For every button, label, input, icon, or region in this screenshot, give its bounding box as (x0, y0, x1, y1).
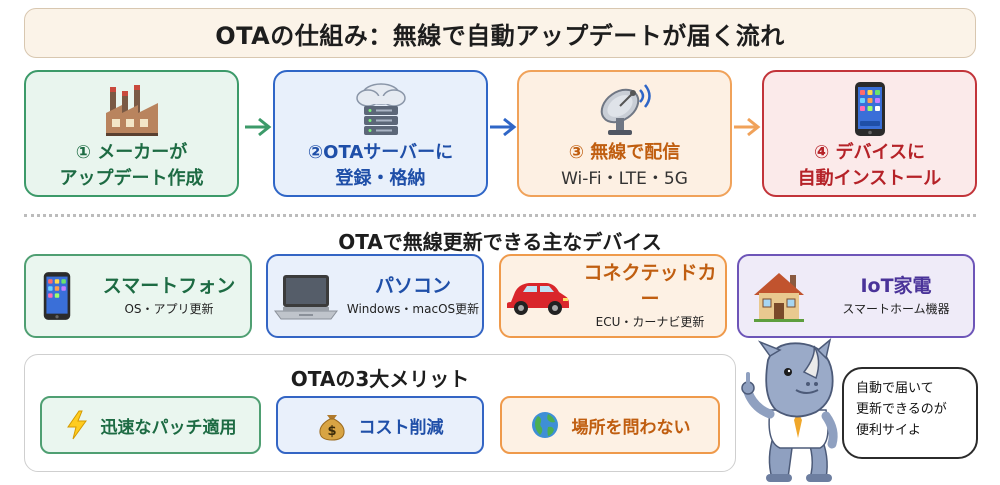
device-iot-appliance: IoT家電 スマートホーム機器 (737, 254, 975, 338)
speech-bubble: 自動で届いて 更新できるのが 便利サイよ (842, 367, 978, 459)
device-smartphone: スマートフォン OS・アプリ更新 (24, 254, 252, 338)
money-bag-icon: $ (318, 415, 345, 441)
step-4-auto-install: ④ デバイスに 自動インストール (762, 70, 977, 197)
step-1-line1: ① メーカーが (75, 142, 188, 163)
rhino-mascot-icon (741, 338, 838, 482)
device-sub: ECU・カーナビ更新 (595, 315, 705, 329)
svg-text:$: $ (327, 424, 336, 439)
satellite-dish-icon (592, 78, 658, 140)
arrow-right-icon (734, 117, 761, 137)
lightning-icon (66, 410, 87, 440)
merit-label: コスト削減 (358, 417, 444, 438)
car-icon (501, 274, 575, 318)
device-name: IoT家電 (860, 275, 932, 297)
device-sub: スマートホーム機器 (842, 302, 950, 316)
laptop-icon (268, 271, 344, 321)
device-name: パソコン (374, 275, 451, 297)
step-1-manufacturer: ① メーカーが アップデート作成 (24, 70, 239, 197)
speech-line: 自動で届いて (856, 381, 934, 396)
smartphone-icon (853, 78, 887, 140)
speech-line: 便利サイよ (856, 423, 922, 438)
merits-heading: OTAの3大メリット (290, 367, 470, 391)
step-2-line2: 登録・格納 (335, 168, 426, 189)
speech-line: 更新できるのが (856, 402, 947, 417)
device-name: コネクテッドカー (583, 262, 717, 310)
device-sub: Windows・macOS更新 (346, 302, 480, 316)
devices-heading: OTAで無線更新できる主なデバイス (338, 230, 662, 254)
step-4-line2: 自動インストール (797, 168, 942, 189)
merit-cost-reduction: $ コスト削減 (276, 396, 484, 454)
arrow-right-icon (490, 117, 517, 137)
merit-anywhere: 場所を問わない (500, 396, 720, 454)
merit-label: 場所を問わない (571, 417, 691, 438)
step-3-wireless-delivery: ③ 無線で配信 Wi-Fi・LTE・5G (517, 70, 732, 197)
merit-label: 迅速なパッチ適用 (100, 417, 237, 438)
smartphone-icon (26, 269, 88, 323)
section-divider (24, 214, 976, 217)
device-sub: OS・アプリ更新 (124, 302, 214, 316)
globe-icon (531, 412, 558, 438)
step-2-line1: ②OTAサーバーに (307, 142, 454, 163)
cloud-server-icon (350, 78, 412, 140)
step-1-line2: アップデート作成 (59, 168, 204, 189)
step-3-line2: Wi-Fi・LTE・5G (561, 169, 688, 189)
house-icon (739, 269, 819, 323)
arrow-right-icon (245, 117, 272, 137)
step-3-line1: ③ 無線で配信 (568, 142, 681, 163)
device-pc: パソコン Windows・macOS更新 (266, 254, 484, 338)
device-connected-car: コネクテッドカー ECU・カーナビ更新 (499, 254, 727, 338)
device-name: スマートフォン (102, 275, 236, 297)
page-title: OTAの仕組み：無線で自動アップデートが届く流れ (24, 8, 976, 58)
step-4-line1: ④ デバイスに (814, 142, 925, 163)
step-2-ota-server: ②OTAサーバーに 登録・格納 (273, 70, 488, 197)
factory-icon (102, 78, 162, 140)
merit-fast-patch: 迅速なパッチ適用 (40, 396, 261, 454)
